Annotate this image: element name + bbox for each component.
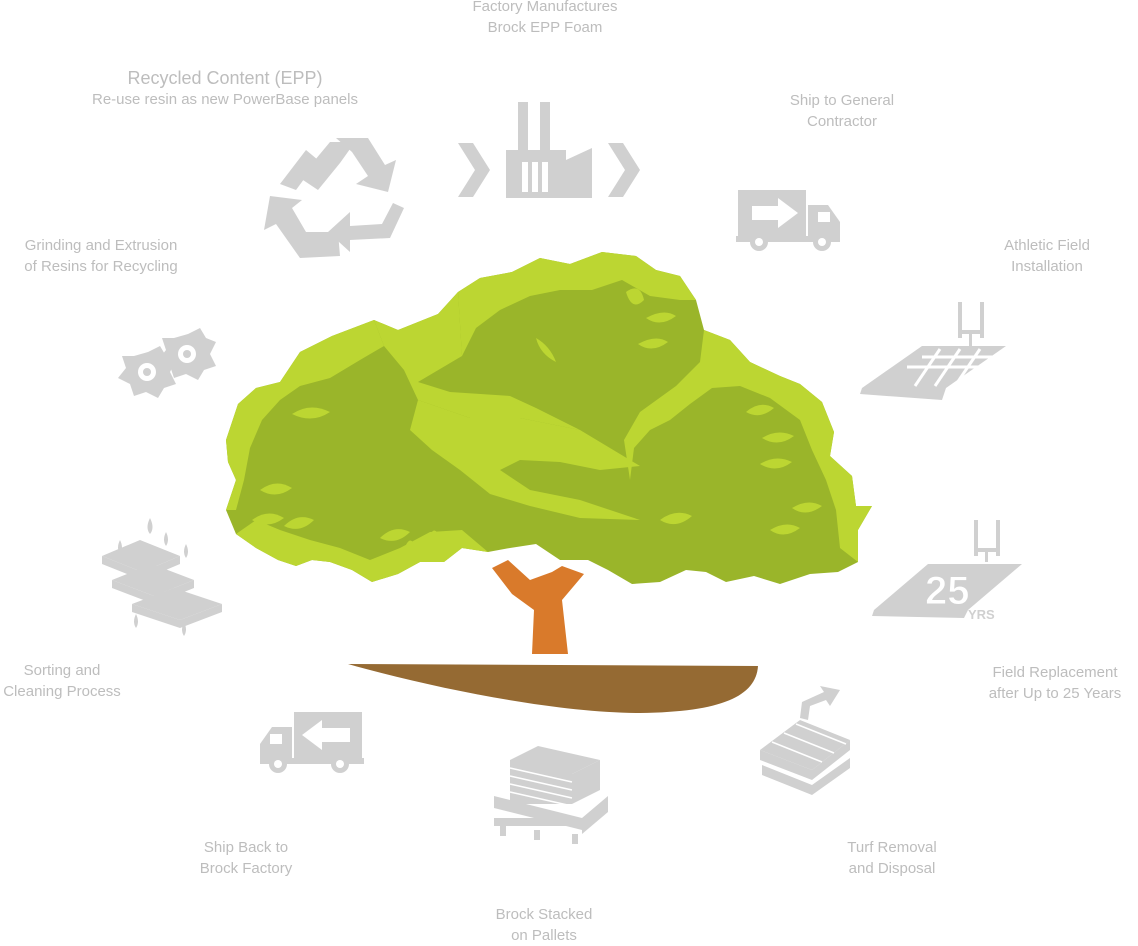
cleaning-icon [102,518,222,636]
label-turf: Turf Removal and Disposal [847,839,937,877]
pallet-stack-icon [494,746,608,844]
canopy-highlight [236,520,488,582]
label-recycle: Recycled Content (EPP) Re-use resin as n… [92,68,358,108]
years-number: 25 [925,569,970,613]
label-grind: Grinding and Extrusion of Resins for Rec… [24,237,178,275]
leaf-accents [252,288,822,557]
label-ship-gc: Ship to General Contractor [789,92,895,130]
field-panels-icon [860,302,1006,400]
label-sort: Sorting and Cleaning Process [3,662,121,700]
field-25-years-icon: 25 YRS [872,520,1022,622]
label-ship-back: Ship Back to Brock Factory [199,839,293,877]
canopy-highlight [410,400,640,520]
years-unit: YRS [968,607,995,622]
arrow-right-icon [458,143,490,197]
label-factory: Factory Manufactures Brock EPP Foam [472,0,618,36]
canopy-highlight [374,292,580,430]
canopy-highlight [624,330,872,562]
label-stack: Brock Stacked on Pallets [495,906,593,944]
arrow-right-icon [608,143,640,197]
canopy-highlight [458,252,696,356]
tree-illustration [226,252,872,713]
truck-return-icon [260,712,364,773]
tree-trunk [492,560,584,654]
truck-icon [736,190,840,251]
grinder-icon [118,328,216,398]
label-replace: Field Replacement after Up to 25 Years [988,664,1122,702]
soil-ground [348,664,758,713]
recycle-icon [264,138,404,258]
factory-icon [506,102,592,198]
label-install: Athletic Field Installation [1004,237,1090,275]
turf-removal-icon [760,686,850,795]
canopy-highlight [226,320,384,510]
